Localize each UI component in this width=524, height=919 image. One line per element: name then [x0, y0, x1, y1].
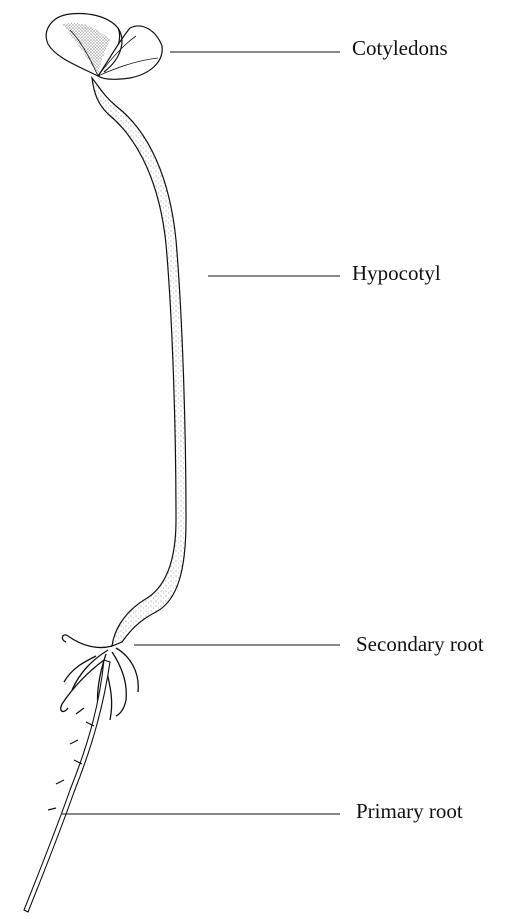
label-cotyledons: Cotyledons	[352, 38, 448, 59]
cotyledons-drawing	[46, 14, 162, 80]
leader-lines	[62, 52, 340, 814]
label-hypocotyl: Hypocotyl	[352, 263, 441, 284]
hypocotyl-drawing	[92, 78, 186, 646]
label-primary-root: Primary root	[356, 801, 463, 822]
label-secondary-root: Secondary root	[356, 634, 484, 655]
